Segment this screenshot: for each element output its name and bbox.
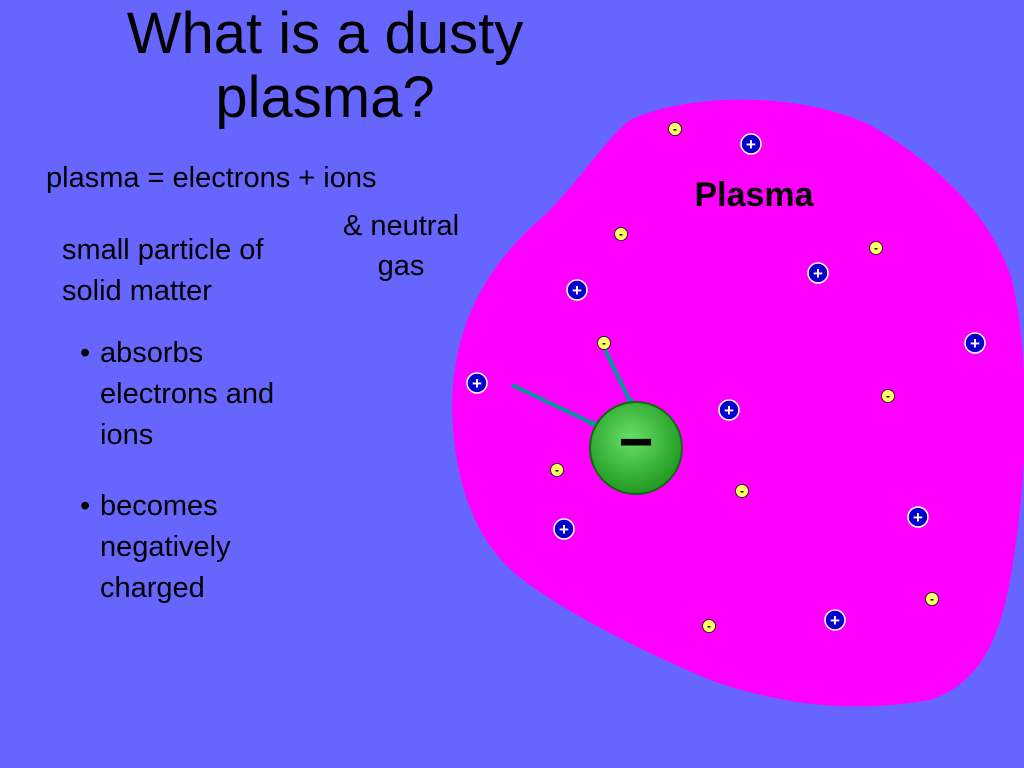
slide-title: What is a dusty plasma? xyxy=(126,1,524,130)
ion-marker: + xyxy=(964,332,986,354)
neutral-gas-note: & neutral gas xyxy=(342,210,460,282)
electron-symbol: - xyxy=(930,592,934,606)
ion-symbol: + xyxy=(746,135,756,154)
ion-symbol: + xyxy=(813,264,823,283)
ion-symbol: + xyxy=(559,520,569,539)
ion-marker: + xyxy=(718,399,740,421)
bullet-marker: • xyxy=(80,490,91,522)
electron-symbol: - xyxy=(874,241,878,255)
electron-symbol: - xyxy=(555,463,559,477)
electron-marker: - xyxy=(668,122,682,136)
ion-symbol: + xyxy=(724,401,734,420)
ion-symbol: + xyxy=(913,508,923,527)
bullet-item: • becomes negatively charged xyxy=(80,486,320,609)
electron-absorption-arrow xyxy=(603,349,634,407)
electron-marker: - xyxy=(925,592,939,606)
ion-marker: + xyxy=(566,279,588,301)
dust-charge-symbol: − xyxy=(618,408,653,475)
electron-marker: - xyxy=(702,619,716,633)
electron-symbol: - xyxy=(707,619,711,633)
electron-symbol: - xyxy=(886,389,890,403)
plasma-equation: plasma = electrons + ions xyxy=(46,162,377,194)
ion-marker: + xyxy=(824,609,846,631)
electron-symbol: - xyxy=(602,336,606,350)
ion-symbol: + xyxy=(572,281,582,300)
electron-marker: - xyxy=(550,463,564,477)
electron-symbol: - xyxy=(740,484,744,498)
bullet-marker: • xyxy=(80,337,91,369)
ion-marker: + xyxy=(907,506,929,528)
ion-symbol: + xyxy=(970,334,980,353)
particle-label: small particle of solid matter xyxy=(62,234,264,307)
ion-symbol: + xyxy=(472,374,482,393)
bullet-item: • absorbs electrons and ions xyxy=(80,333,320,456)
electron-marker: - xyxy=(614,227,628,241)
ion-marker: + xyxy=(466,372,488,394)
ion-marker: + xyxy=(807,262,829,284)
electron-marker: - xyxy=(869,241,883,255)
electron-marker: - xyxy=(597,336,611,350)
electron-symbol: - xyxy=(673,122,677,136)
plasma-label: Plasma xyxy=(694,176,814,214)
particle-group: + + + + + + + + + - - - - - - - - - xyxy=(466,122,986,633)
bullet-text: becomes negatively charged xyxy=(100,490,231,604)
ion-absorption-arrow xyxy=(511,383,598,427)
electron-marker: - xyxy=(881,389,895,403)
ion-symbol: + xyxy=(830,611,840,630)
electron-marker: - xyxy=(735,484,749,498)
ion-marker: + xyxy=(740,133,762,155)
bullet-text: absorbs electrons and ions xyxy=(100,337,275,451)
electron-symbol: - xyxy=(619,227,623,241)
dust-particle xyxy=(589,401,683,495)
ion-marker: + xyxy=(553,518,575,540)
